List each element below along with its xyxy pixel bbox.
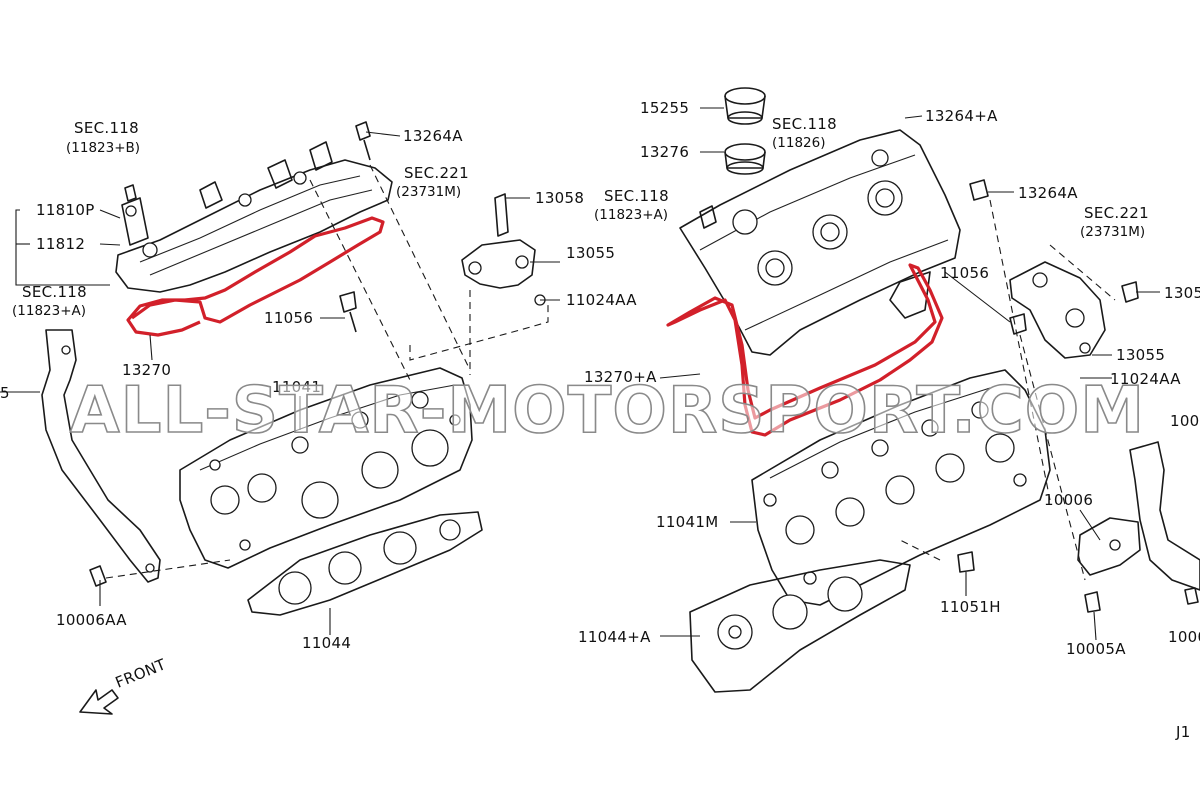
label-sec118-a-left-ref: (11823+A) <box>12 303 86 319</box>
label-11041: 11041 <box>272 378 321 396</box>
label-sec221-right-ref: (23731M) <box>1080 224 1145 240</box>
left-edge-bracket <box>0 329 161 583</box>
label-15255: 15255 <box>640 99 689 117</box>
label-13270a: 13270+A <box>584 368 657 386</box>
label-sec118-a-left: SEC.118 <box>22 283 87 301</box>
label-11056-right: 11056 <box>940 264 989 282</box>
label-sec118-11826-ref: (11826) <box>772 135 825 151</box>
label-11051h: 11051H <box>940 598 1001 616</box>
left-rocker-cover-gasket <box>126 216 385 337</box>
watermark-text: ALL-STAR-MOTORSPORT.COM <box>70 374 1145 448</box>
label-13264a-plus: 13264+A <box>925 107 998 125</box>
label-11810p: 11810P <box>36 201 95 219</box>
right-cylinder-head <box>751 369 1051 606</box>
label-sec118-a-right-ref: (11823+A) <box>594 207 668 223</box>
label-13055-left: 13055 <box>566 244 615 262</box>
label-11044a: 11044+A <box>578 628 651 646</box>
label-11041m: 11041M <box>656 513 718 531</box>
label-sec118-b: SEC.118 <box>74 119 139 137</box>
label-13264a-left: 13264A <box>403 127 463 145</box>
label-13055-right: 13055 <box>1116 346 1165 364</box>
label-front: FRONT <box>113 655 169 692</box>
front-arrow-icon <box>79 689 119 715</box>
label-10005a: 10005A <box>1066 640 1126 658</box>
label-11024aa-left: 11024AA <box>566 291 637 309</box>
label-1305-edge: 1305 <box>1164 284 1200 302</box>
left-rocker-cover <box>115 141 393 293</box>
label-1000-edge-bottom: 1000 <box>1168 628 1200 646</box>
left-leader-lines <box>15 131 560 635</box>
right-head-gasket <box>689 559 911 693</box>
left-cam-sensor-bracket <box>461 193 546 306</box>
label-sec221-left: SEC.221 <box>404 164 469 182</box>
label-10006: 10006 <box>1044 491 1093 509</box>
label-j1-edge: J1 <box>1175 723 1191 741</box>
label-11024aa-right: 11024AA <box>1110 370 1181 388</box>
right-rocker-cover <box>679 129 961 356</box>
label-sec118-b-ref: (11823+B) <box>66 140 140 156</box>
label-13264a-right: 13264A <box>1018 184 1078 202</box>
right-edge-bracket <box>1077 441 1200 591</box>
left-head-gasket <box>247 511 483 616</box>
right-bolts <box>957 179 1199 613</box>
label-sec118-11826: SEC.118 <box>772 115 837 133</box>
label-10006aa: 10006AA <box>56 611 127 629</box>
right-cam-sensor-bracket <box>1009 261 1106 359</box>
label-13270: 13270 <box>122 361 171 379</box>
part-labels: SEC.118 (11823+B) 13264A 11810P 11812 SE… <box>0 99 1200 741</box>
left-cylinder-head <box>179 367 473 569</box>
left-bolts <box>89 121 371 587</box>
label-11812: 11812 <box>36 235 85 253</box>
right-leader-lines <box>659 107 1160 641</box>
label-sec221-right: SEC.221 <box>1084 204 1149 222</box>
label-sec118-a-right: SEC.118 <box>604 187 669 205</box>
label-13276: 13276 <box>640 143 689 161</box>
label-11044: 11044 <box>302 634 351 652</box>
oil-filler-cap <box>724 87 766 175</box>
label-13058: 13058 <box>535 189 584 207</box>
label-1000-edge-top: 1000 <box>1170 412 1200 430</box>
label-11056-left: 11056 <box>264 309 313 327</box>
right-rocker-cover-gasket <box>666 263 944 437</box>
label-sec221-left-ref: (23731M) <box>396 184 461 200</box>
label-edge-5: 5 <box>0 384 10 402</box>
